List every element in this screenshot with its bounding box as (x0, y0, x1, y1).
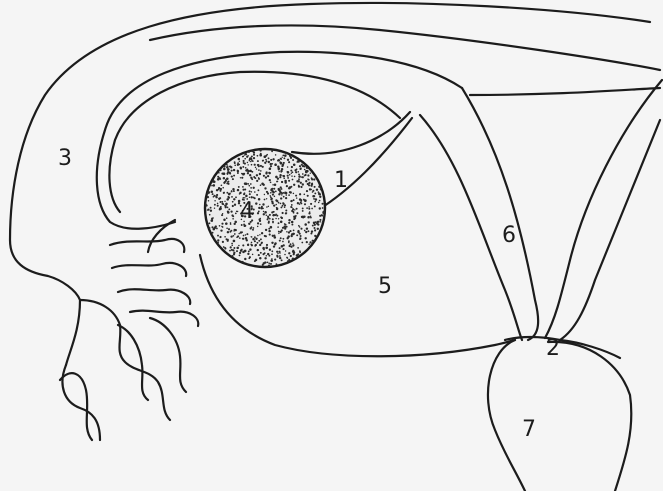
ovary (205, 149, 326, 267)
tube-outer-wall (10, 3, 650, 365)
tube-upper-ridge (470, 88, 660, 95)
uterine-horn-outer (545, 80, 662, 338)
uterus-body-right (548, 342, 631, 491)
ovarian-ligament-lower (318, 118, 412, 210)
uterine-horn-inner (560, 120, 660, 340)
uterus-body (488, 340, 525, 491)
label-4: 4 (240, 199, 254, 224)
label-5: 5 (378, 274, 392, 299)
label-7: 7 (522, 417, 536, 442)
label-6: 6 (502, 223, 516, 248)
broad-ligament-boundary (200, 255, 515, 356)
label-1: 1 (334, 168, 348, 193)
ovarian-ligament-upper (292, 112, 410, 154)
tube-descending-outer (462, 88, 538, 340)
label-2: 2 (546, 336, 560, 361)
label-3: 3 (58, 146, 72, 171)
fimbriae (60, 220, 198, 440)
